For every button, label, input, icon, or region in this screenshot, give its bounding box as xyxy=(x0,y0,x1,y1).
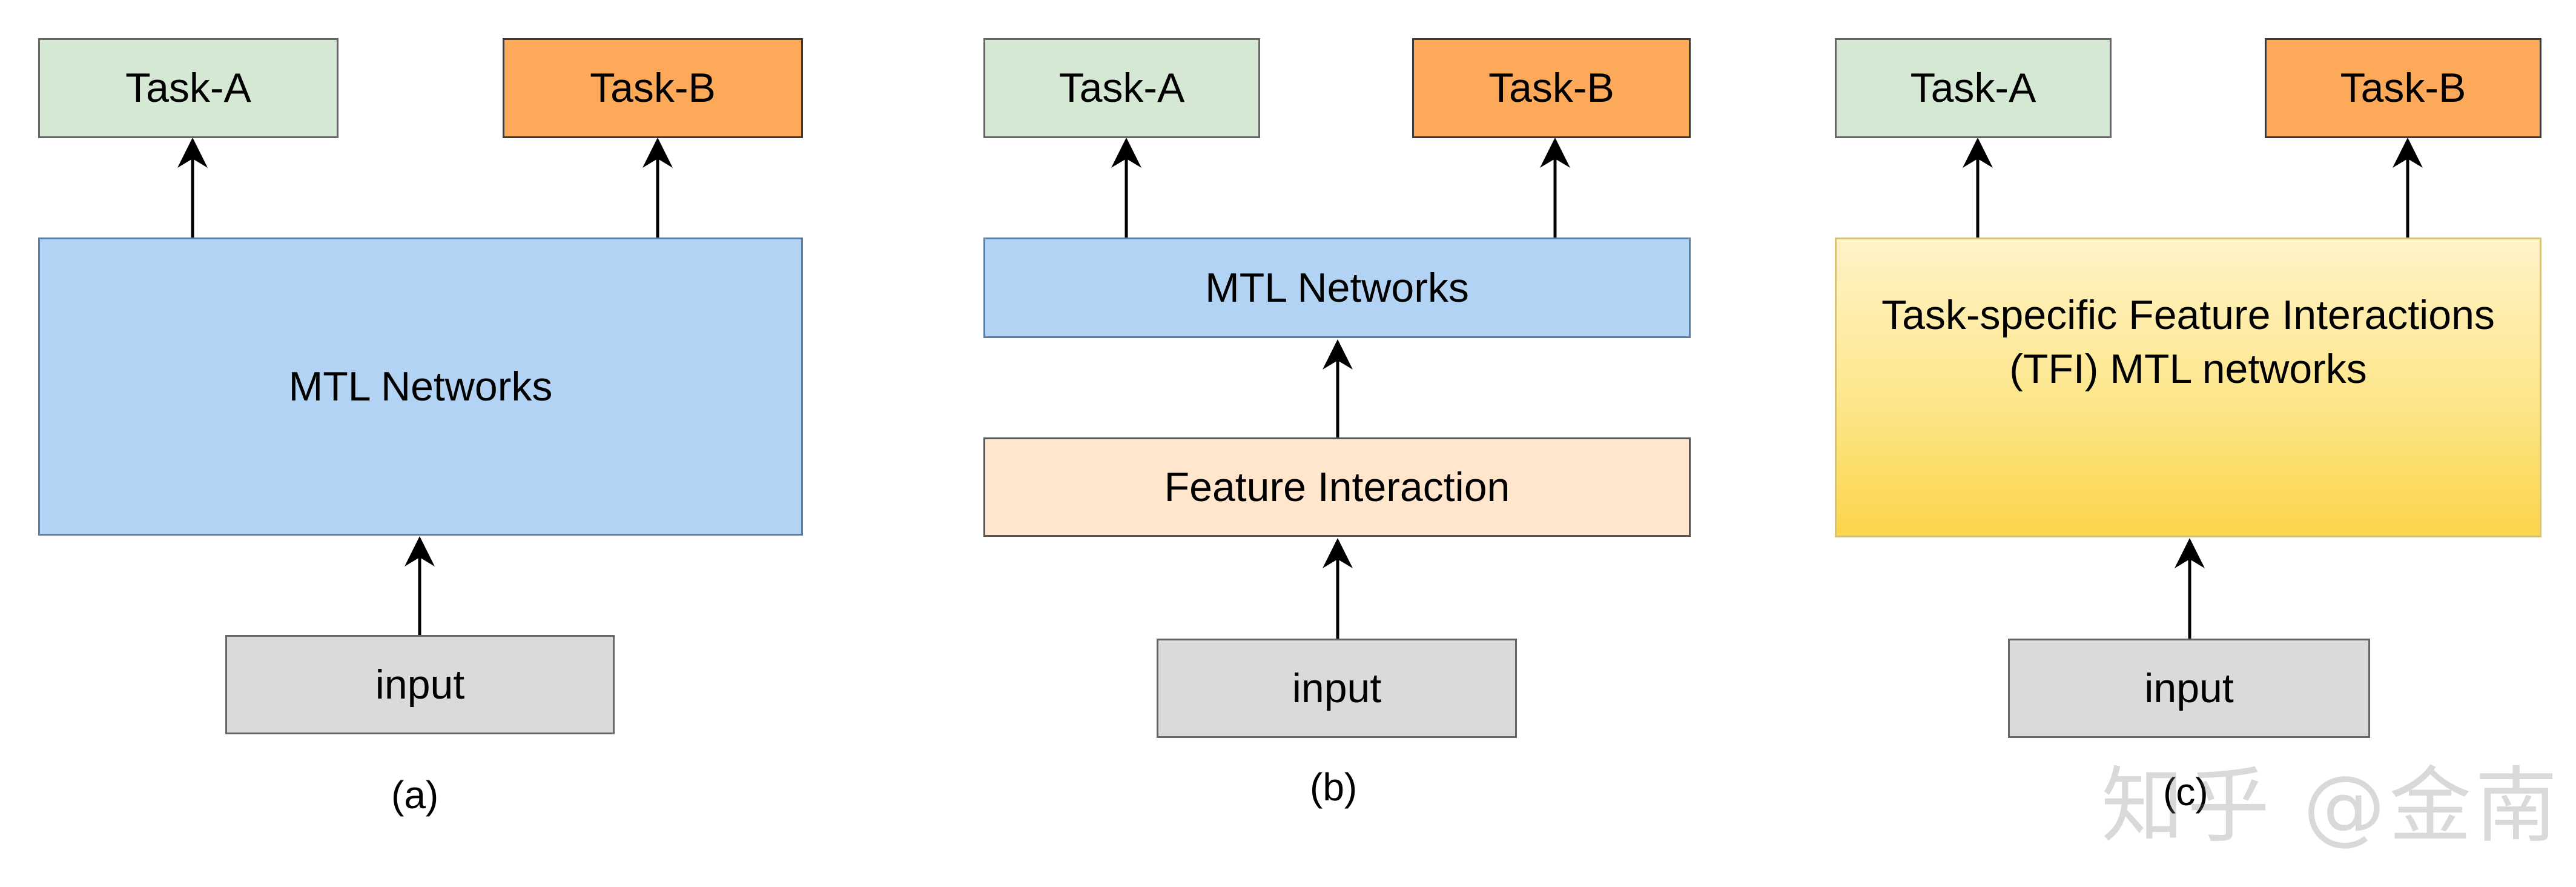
panel-b-task-a-box: Task-A xyxy=(983,38,1260,138)
zhihu-watermark: 知乎 @金南 xyxy=(2101,759,2561,854)
panel-c-task-a-label: Task-A xyxy=(1910,65,2036,111)
panel-b-mtl-networks-box: MTL Networks xyxy=(983,238,1691,338)
panel-b-caption: (b) xyxy=(1310,765,1358,809)
panel-c-task-b-label: Task-B xyxy=(2340,65,2466,111)
panel-b-task-b-label: Task-B xyxy=(1488,65,1614,111)
panel-a-task-b-box: Task-B xyxy=(503,38,803,138)
panel-a-mtl-networks-box: MTL Networks xyxy=(38,238,803,536)
panel-c-tfi-networks-text: Task-specific Feature Interactions (TFI)… xyxy=(1881,288,2495,396)
panel-a-input-label: input xyxy=(375,661,465,708)
panel-b-feature-interaction-label: Feature Interaction xyxy=(1164,463,1510,510)
panel-a-mtl-networks-label: MTL Networks xyxy=(288,363,553,410)
panel-b-mtl-networks-label: MTL Networks xyxy=(1205,264,1469,311)
panel-b-task-a-label: Task-A xyxy=(1058,65,1185,111)
panel-c-task-a-box: Task-A xyxy=(1835,38,2112,138)
panel-b-feature-interaction-box: Feature Interaction xyxy=(983,437,1691,537)
panel-a-task-a-box: Task-A xyxy=(38,38,339,138)
panel-c-input-label: input xyxy=(2144,665,2234,711)
panel-c-tfi-networks-line1: Task-specific Feature Interactions xyxy=(1881,292,2495,339)
panel-c-tfi-networks-line2: (TFI) MTL networks xyxy=(2009,345,2367,392)
panel-b-task-b-box: Task-B xyxy=(1412,38,1691,138)
panel-a-input-box: input xyxy=(225,635,615,734)
panel-a-task-b-label: Task-B xyxy=(590,65,716,111)
panel-b-input-box: input xyxy=(1157,639,1517,738)
panel-a-caption: (a) xyxy=(391,773,439,817)
panel-b-input-label: input xyxy=(1292,665,1382,711)
panel-c-task-b-box: Task-B xyxy=(2265,38,2541,138)
panel-a-task-a-label: Task-A xyxy=(125,65,251,111)
panel-c-input-box: input xyxy=(2008,639,2370,738)
panel-c-caption: (c) xyxy=(2163,770,2208,814)
panel-c-tfi-networks-box: Task-specific Feature Interactions (TFI)… xyxy=(1835,238,2541,537)
